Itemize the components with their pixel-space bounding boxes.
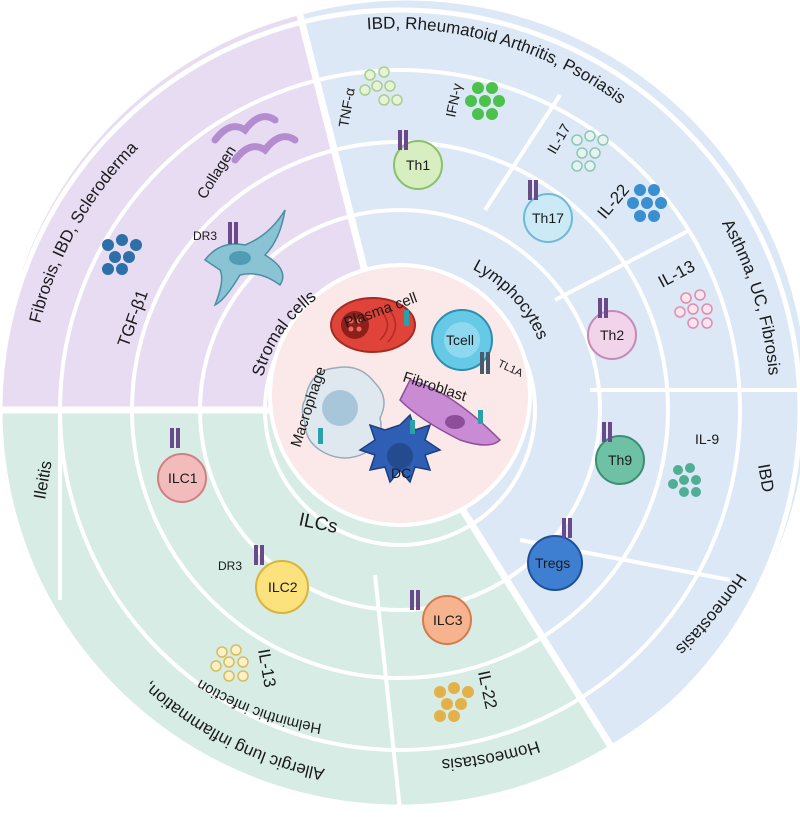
- t-cell: [431, 309, 493, 374]
- il13-ilc-dots: [210, 644, 249, 682]
- il17-dots: [571, 130, 609, 172]
- th9-disease-label: IBD: [754, 462, 778, 493]
- ifn-dots: [465, 82, 505, 120]
- ilc1-cell: [157, 428, 207, 503]
- th17-cell: [523, 180, 573, 243]
- il13-lymph-dots: [674, 289, 713, 329]
- th1-cell: [393, 130, 443, 190]
- ilc1-label: ILC1: [168, 470, 198, 486]
- th2-label: Th2: [600, 327, 624, 343]
- ilc3-cell: [410, 590, 472, 645]
- tnf-dots: [359, 66, 403, 106]
- th9-label: Th9: [608, 452, 632, 468]
- il9-dots: [668, 463, 701, 497]
- dc-label: DC: [391, 465, 411, 481]
- tgf-dots: [102, 234, 142, 275]
- tnf-label: TNF-α: [335, 86, 358, 128]
- tregs-cell: [527, 518, 583, 591]
- plasma-cell: [330, 297, 416, 353]
- ilc-dr3-label: DR3: [218, 559, 242, 573]
- ilc3-label: ILC3: [433, 612, 463, 628]
- th17-label: Th17: [532, 210, 564, 226]
- stromal-dr3-label: DR3: [193, 229, 217, 243]
- ilc2-cell: [254, 545, 309, 614]
- fibroblast-cell: [399, 379, 502, 446]
- ilc2-label: ILC2: [268, 579, 298, 595]
- th2-cell: [587, 298, 637, 360]
- il22-ilc-dots: [434, 682, 474, 722]
- il22-lymph-dots: [627, 184, 667, 222]
- ifn-label: IFN-γ: [442, 82, 465, 119]
- collagen-fiber: [211, 113, 299, 164]
- t-cell-label: Tcell: [446, 332, 474, 348]
- dendritic-cell: [358, 413, 442, 484]
- th9-cell: [595, 422, 645, 485]
- tregs-label: Tregs: [535, 555, 570, 571]
- stromal-fibroblast-cell: [203, 209, 286, 307]
- th1-label: Th1: [406, 157, 430, 173]
- macrophage-cell: [301, 366, 385, 459]
- il9-label: IL-9: [695, 431, 719, 447]
